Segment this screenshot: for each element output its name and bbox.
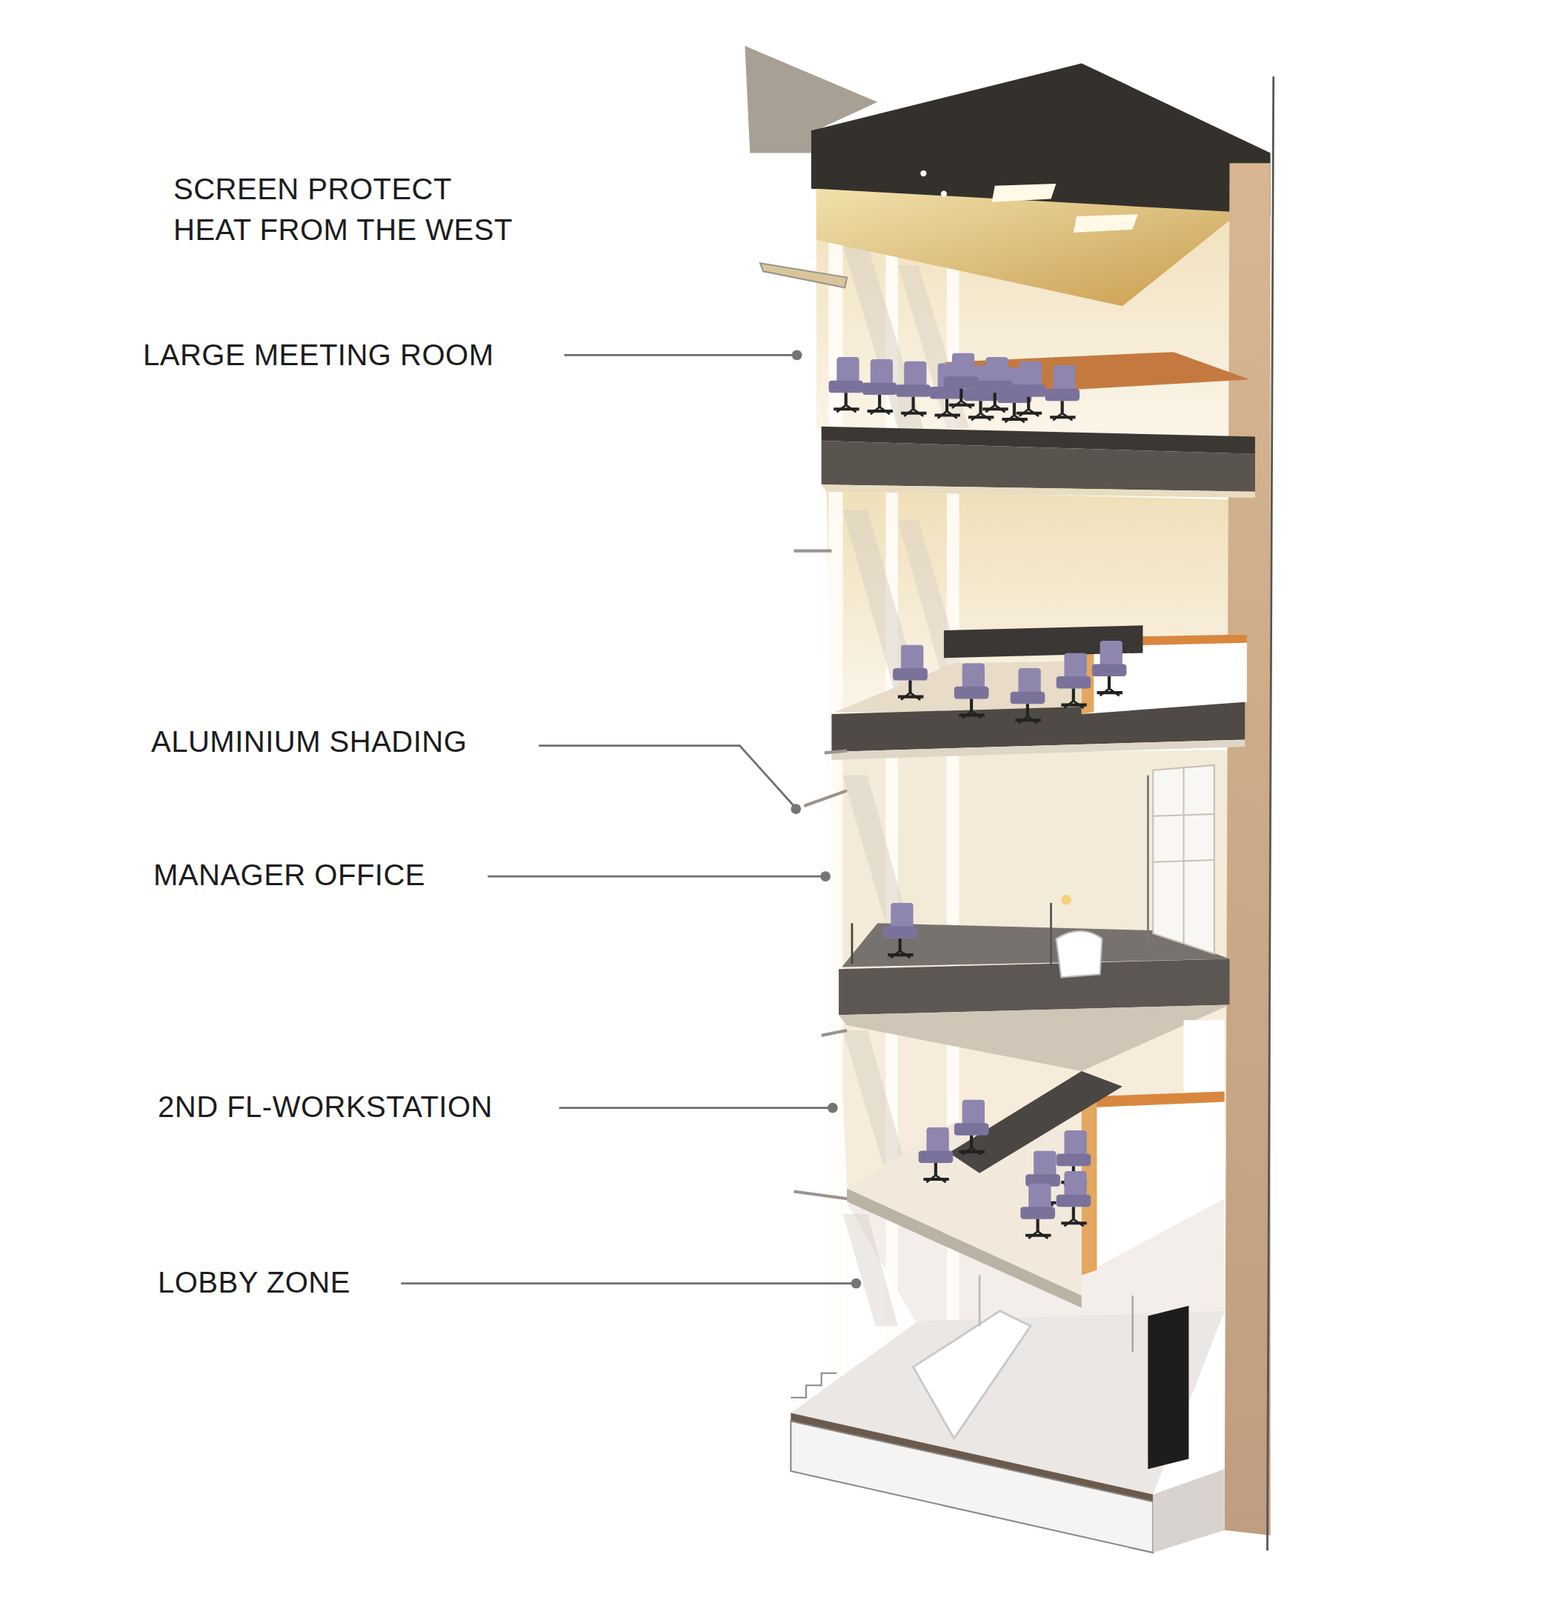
aluminium-fin xyxy=(793,1192,847,1200)
workstation-floor xyxy=(954,663,990,718)
lobby-floor xyxy=(1132,1295,1134,1353)
leader-dot xyxy=(851,1278,862,1290)
workstation-floor xyxy=(1081,634,1247,715)
side-wall xyxy=(1266,76,1273,1551)
window-glazing xyxy=(843,1030,909,1174)
workstation-floor xyxy=(1055,652,1091,708)
aluminium-fin xyxy=(821,1030,847,1036)
roof-slab xyxy=(920,170,927,177)
meeting-room-floor xyxy=(821,440,1256,492)
manager-office-floor xyxy=(882,903,918,959)
section-illustration xyxy=(400,45,1274,1553)
leader-line xyxy=(564,354,795,357)
leader-dot xyxy=(790,803,801,815)
manager-office-floor xyxy=(838,765,1230,1072)
manager-office-floor xyxy=(851,923,854,964)
second-floor xyxy=(846,1020,1225,1308)
manager-office-floor xyxy=(1152,860,1215,863)
window-glazing xyxy=(843,1214,898,1327)
meeting-room-floor xyxy=(1044,365,1080,421)
leader-line xyxy=(400,354,853,1284)
callout-label: MANAGER OFFICE xyxy=(153,855,426,896)
workstation-floor xyxy=(831,625,1247,761)
aluminium-fin xyxy=(803,790,847,807)
workstation-floor xyxy=(831,739,1245,761)
aluminium-fin xyxy=(760,263,847,288)
manager-office-floor xyxy=(1183,767,1185,944)
leader-dot xyxy=(790,349,861,1289)
workstation-floor xyxy=(1009,668,1045,724)
aluminium-fin xyxy=(824,751,847,754)
leader-line xyxy=(559,1106,830,1110)
manager-office-floor xyxy=(1049,903,1053,970)
lobby-floor xyxy=(790,1373,837,1399)
meeting-room-floor xyxy=(821,351,1256,498)
meeting-room-floor xyxy=(895,361,931,417)
leader-dot xyxy=(792,349,803,361)
manager-office-floor xyxy=(1055,931,1102,979)
callout-label: LARGE MEETING ROOM xyxy=(142,334,495,376)
manager-office-floor xyxy=(1152,765,1215,955)
manager-office-floor xyxy=(1152,814,1215,817)
leader-line xyxy=(400,1282,853,1285)
meeting-room-floor xyxy=(821,484,1256,498)
workstation-floor xyxy=(892,644,928,700)
leader-dot xyxy=(827,1103,838,1114)
leader-line xyxy=(487,875,823,878)
roof-slab xyxy=(816,188,1241,306)
manager-office-floor xyxy=(1060,895,1072,906)
roof-slab xyxy=(744,45,1270,306)
roof-slab xyxy=(1073,214,1139,233)
lobby-floor xyxy=(1147,1306,1189,1470)
callout-label: SCREEN PROTECT HEAT FROM THE WEST xyxy=(173,168,516,251)
meeting-room-floor xyxy=(943,353,979,409)
manager-office-floor xyxy=(838,1005,1230,1073)
second-floor xyxy=(1055,1171,1091,1227)
workstation-floor xyxy=(1092,640,1127,696)
lobby-floor xyxy=(913,1311,1031,1439)
meeting-room-floor xyxy=(828,357,864,412)
manager-office-floor xyxy=(1146,775,1150,950)
lobby-floor xyxy=(790,1275,1224,1554)
callout-label: LOBBY ZONE xyxy=(157,1262,351,1304)
leader-dot xyxy=(820,871,831,882)
lobby-floor xyxy=(790,1421,1153,1553)
side-wall xyxy=(1224,163,1271,1536)
aluminium-fin xyxy=(793,549,832,553)
callout-label: 2ND FL-WORKSTATION xyxy=(157,1086,493,1128)
lobby-floor xyxy=(978,1275,981,1327)
meeting-room-floor xyxy=(977,357,1013,412)
second-floor xyxy=(1081,1092,1225,1276)
roof-slab xyxy=(940,191,947,198)
lobby-floor xyxy=(1152,1469,1224,1553)
roof-slab xyxy=(992,183,1057,203)
second-floor xyxy=(1183,1020,1225,1097)
side-wall xyxy=(1224,76,1274,1551)
callout-label: ALUMINIUM SHADING xyxy=(151,721,467,763)
second-floor xyxy=(917,1127,953,1183)
aluminium-fin xyxy=(760,263,847,1199)
second-floor xyxy=(1020,1183,1056,1239)
meeting-room-floor xyxy=(862,359,898,415)
second-floor xyxy=(954,1100,990,1156)
leader-line xyxy=(538,746,794,807)
meeting-room-floor xyxy=(1011,361,1047,417)
